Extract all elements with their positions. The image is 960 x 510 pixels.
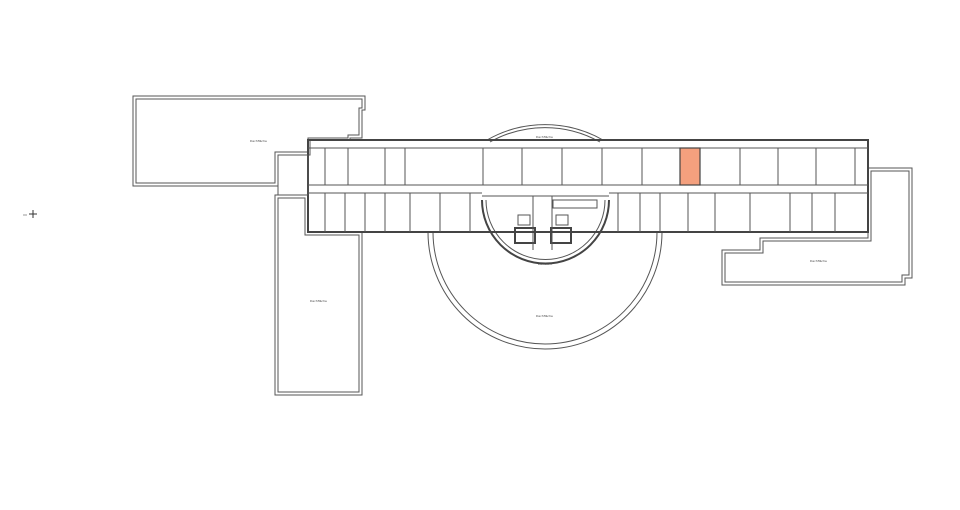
origin-marker [23,210,37,218]
roof-area-west: Dachfläche [274,194,363,396]
stair [552,199,598,209]
elevator-core [550,227,572,244]
rotunda: Luftraum Dachfläche Dachfläche [427,124,663,350]
roof-label: Dachfläche [810,259,827,263]
stairwell [277,154,309,196]
roof-label: Dachfläche [310,299,327,303]
main-building [277,139,869,233]
roof-label: Dachfläche [250,139,267,143]
roof-label: Dachfläche [536,135,553,139]
void-label: Luftraum [538,262,552,266]
roof-area-east: Dachfläche [721,167,913,286]
elevator-core [514,227,536,244]
roof-label: Dachfläche [536,314,553,318]
selected-office[interactable] [679,147,701,186]
